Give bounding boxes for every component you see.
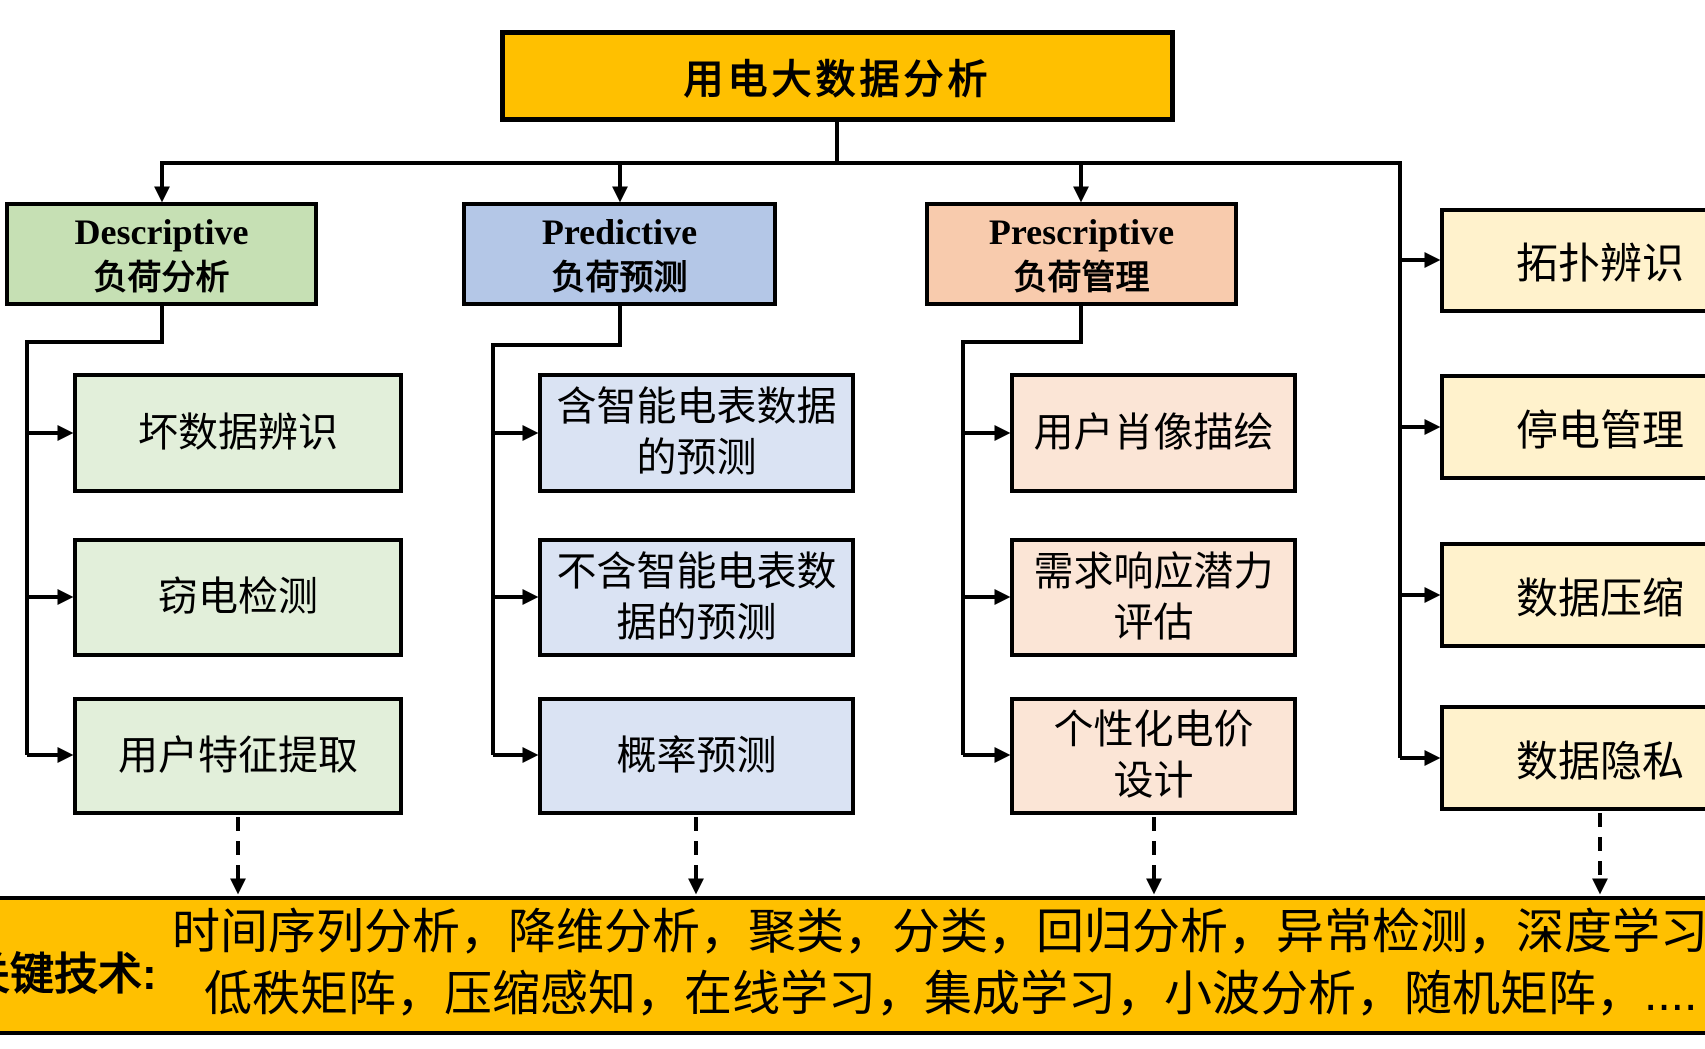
branch-header-prescriptive: Prescriptive 负荷管理: [925, 202, 1238, 306]
branch-header-prescriptive-zh: 负荷管理: [1013, 259, 1150, 297]
root-node-title-box: 用电大数据分析: [500, 30, 1175, 122]
node-user-portrait: 用户肖像描绘: [1010, 373, 1297, 493]
node-topology-identification: 拓扑辨识: [1440, 208, 1705, 313]
node-bad-data-identification: 坏数据辨识: [73, 373, 403, 493]
branch-header-descriptive: Descriptive 负荷分析: [5, 202, 318, 306]
root-title: 用电大数据分析: [683, 58, 992, 102]
node-forecast-without-smart-meter-data: 不含智能电表数 据的预测: [538, 538, 855, 657]
node-personalized-pricing: 个性化电价 设计: [1010, 697, 1297, 815]
branch-header-descriptive-zh: 负荷分析: [93, 259, 230, 297]
branch-header-descriptive-en: Descriptive: [74, 212, 249, 252]
node-data-compression: 数据压缩: [1440, 542, 1705, 648]
node-user-feature-extraction: 用户特征提取: [73, 697, 403, 815]
node-data-privacy: 数据隐私: [1440, 705, 1705, 811]
node-probabilistic-forecast: 概率预测: [538, 697, 855, 815]
branch-header-predictive-zh: 负荷预测: [551, 259, 688, 297]
key-technologies-bar: [0, 896, 1705, 1035]
key-technologies-line2: 低秩矩阵，压缩感知，在线学习，集成学习，小波分析，随机矩阵，....: [204, 968, 1698, 1021]
key-technologies-list: 时间序列分析，降维分析，聚类，分类，回归分析，异常检测，深度学习 低秩矩阵，压缩…: [172, 902, 1705, 1026]
branch-header-prescriptive-en: Prescriptive: [988, 212, 1175, 252]
node-outage-management: 停电管理: [1440, 374, 1705, 480]
key-technologies-line1: 时间序列分析，降维分析，聚类，分类，回归分析，异常检测，深度学习: [172, 906, 1705, 959]
branch-header-predictive-en: Predictive: [541, 212, 698, 252]
branch-header-predictive: Predictive 负荷预测: [462, 202, 777, 306]
node-forecast-with-smart-meter-data: 含智能电表数据 的预测: [538, 373, 855, 493]
key-technologies-label: 关键技术:: [0, 950, 157, 999]
node-demand-response-potential: 需求响应潜力 评估: [1010, 538, 1297, 657]
node-electricity-theft-detection: 窃电检测: [73, 538, 403, 657]
